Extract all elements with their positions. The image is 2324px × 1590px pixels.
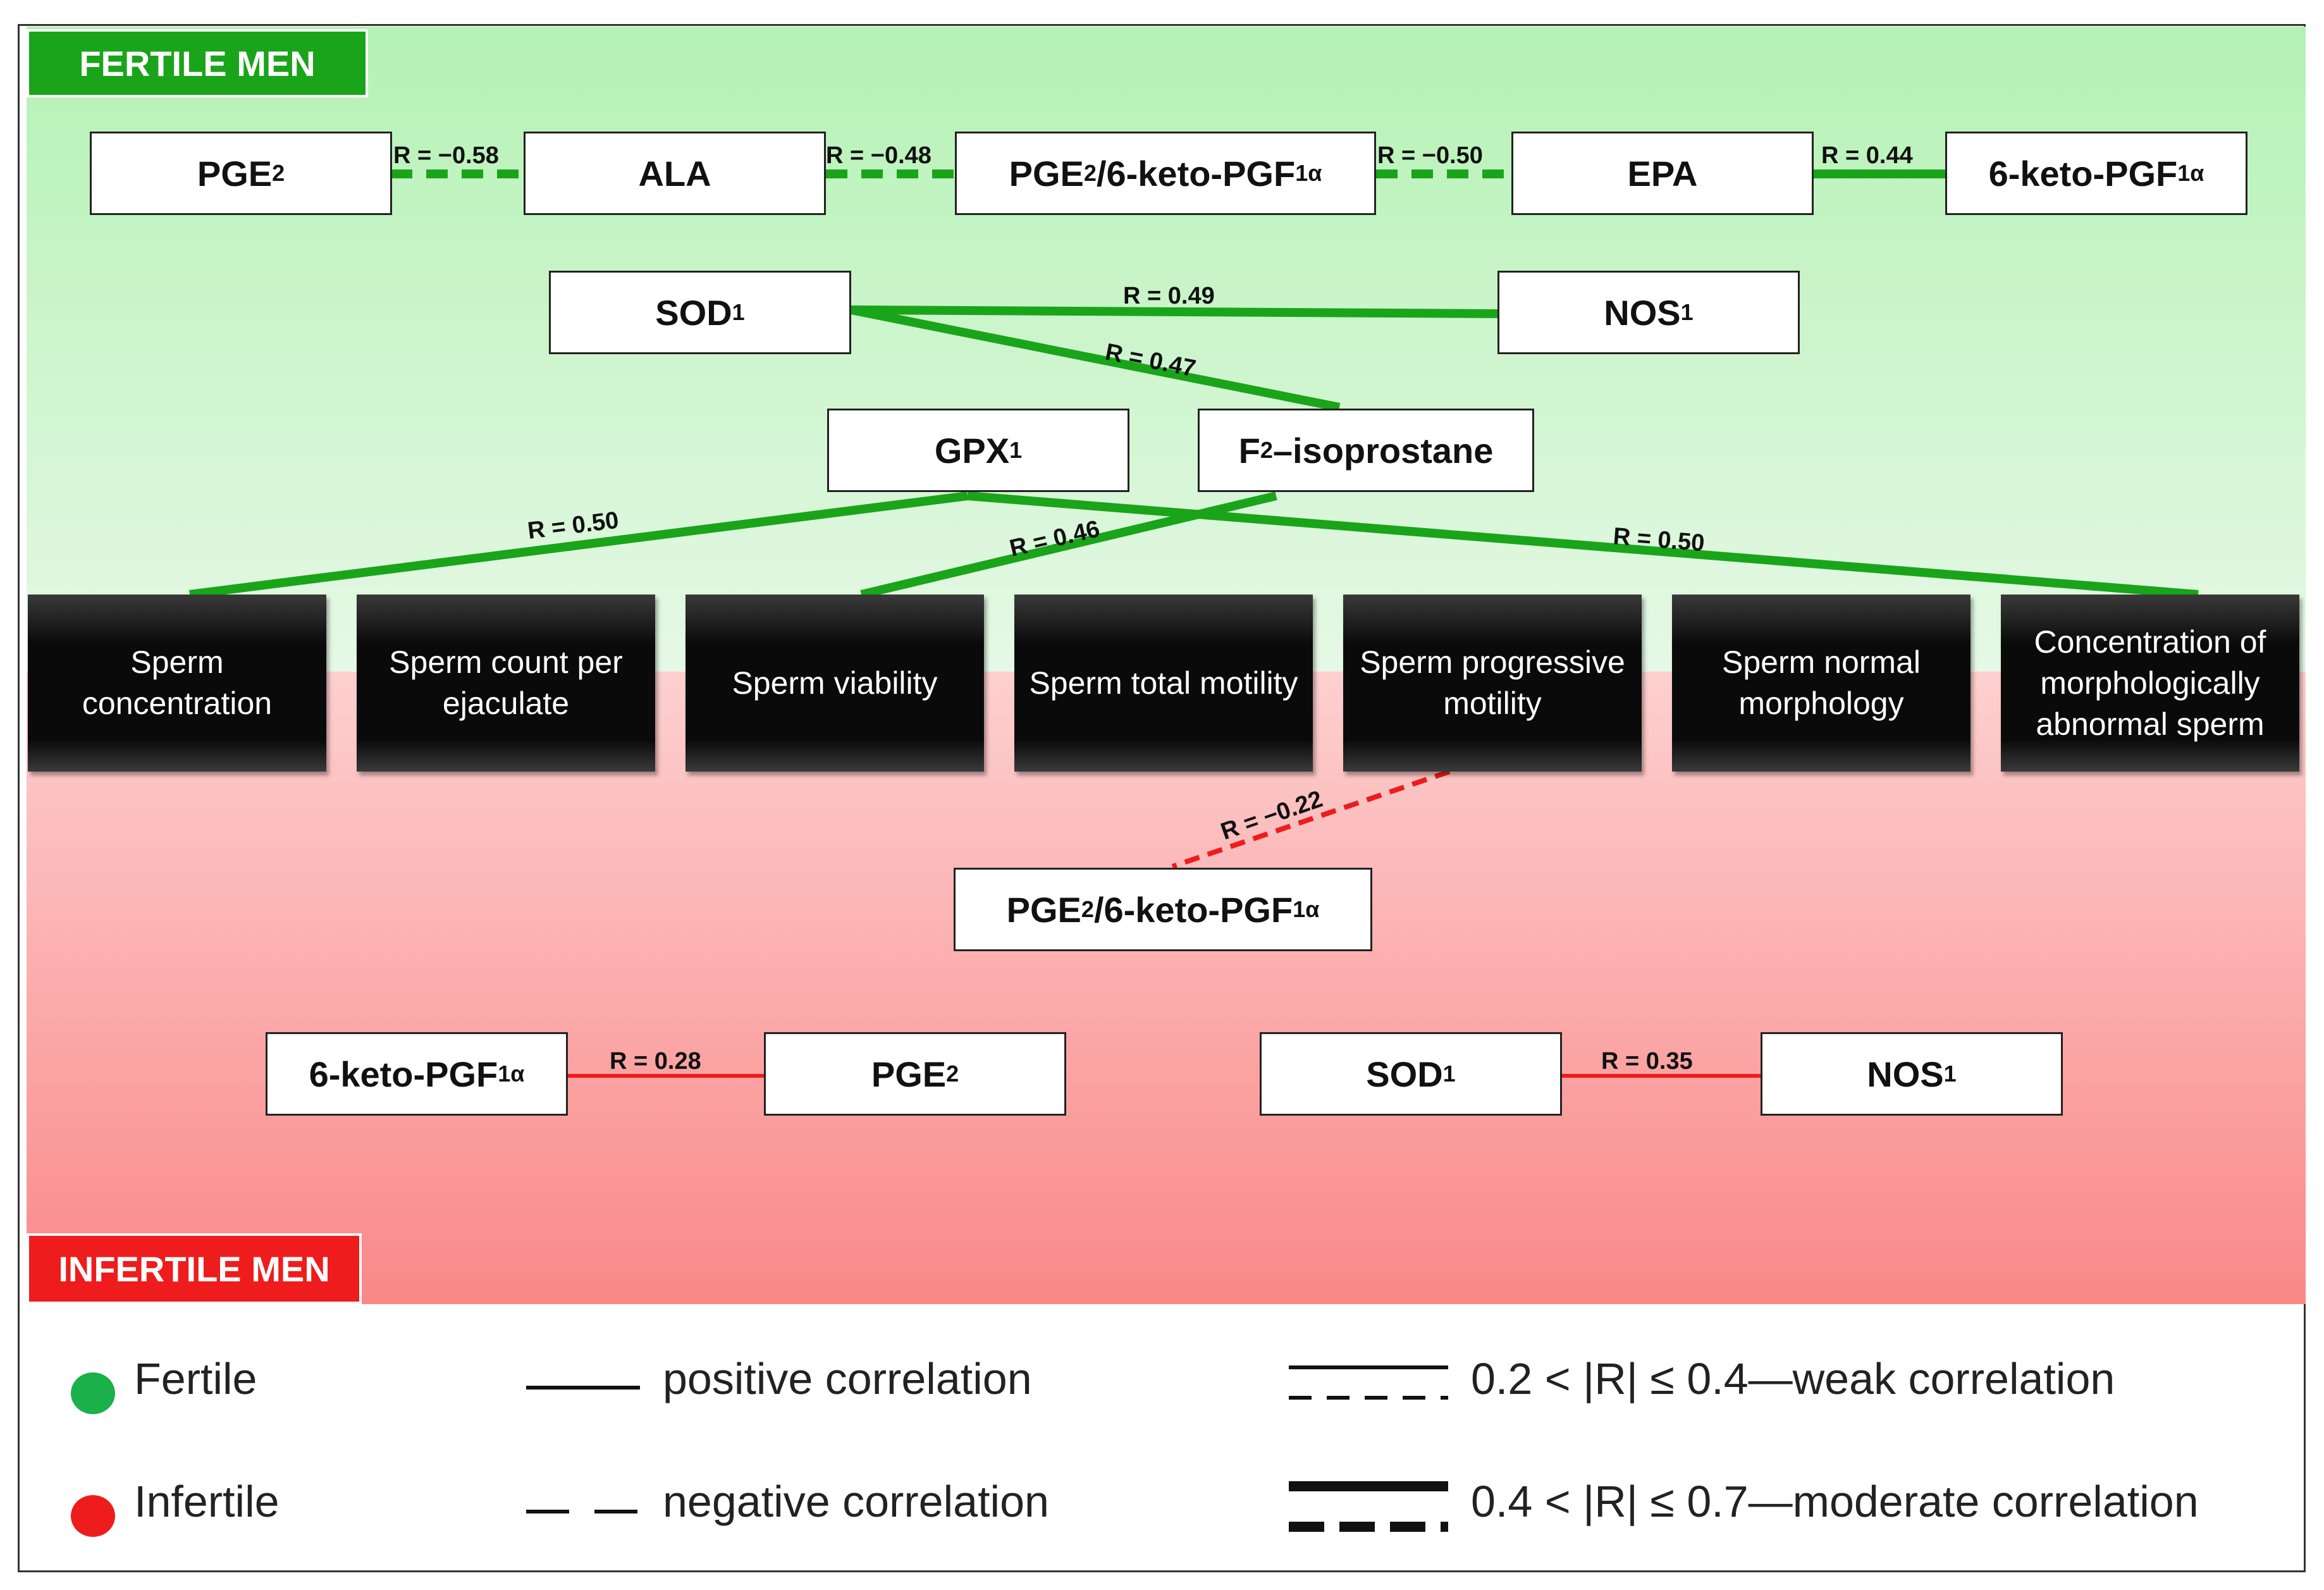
- link-f2-viability: [860, 491, 1277, 599]
- legend: Fertile Infertile positive correlation n…: [27, 1305, 2306, 1571]
- link-sod-nos: [851, 305, 1498, 318]
- param-sperm-normal-morphology: Sperm normal morphology: [1672, 595, 1970, 772]
- legend-moderate-line-icon: [1289, 1481, 1448, 1532]
- param-sperm-progressive-motility: Sperm progressive motility: [1343, 595, 1642, 772]
- param-sperm-total-motility: Sperm total motility: [1014, 595, 1313, 772]
- infertile-men-label: INFERTILE MEN: [27, 1233, 362, 1304]
- label-sod-nos: R = 0.49: [1123, 283, 1215, 309]
- legend-fertile: Fertile: [134, 1354, 257, 1403]
- fertile-dot-icon: [71, 1372, 115, 1414]
- label-sod-nos-infertile: R = 0.35: [1601, 1048, 1693, 1075]
- label-ala-ratio: R = −0.48: [826, 142, 931, 169]
- param-sperm-concentration: Sperm concentration: [28, 595, 326, 772]
- link-gpx-concentration: [189, 491, 968, 599]
- legend-negative: negative correlation: [663, 1477, 1049, 1526]
- node-ala-fertile: ALA: [524, 132, 826, 215]
- label-keto-pge2: R = 0.28: [610, 1048, 701, 1075]
- label-pge2-ala: R = −0.58: [393, 142, 499, 169]
- param-sperm-count: Sperm count per ejaculate: [357, 595, 655, 772]
- infertile-dot-icon: [71, 1495, 115, 1537]
- legend-dashed-line-icon: [526, 1510, 640, 1513]
- legend-infertile: Infertile: [134, 1477, 280, 1526]
- node-epa-fertile: EPA: [1511, 132, 1814, 215]
- link-gpx-abnormal: [967, 491, 2199, 599]
- label-ratio-epa: R = −0.50: [1377, 142, 1483, 169]
- label-motility-ratio: R = −0.22: [1217, 786, 1325, 845]
- legend-weak: 0.2 < |R| ≤ 0.4—weak correlation: [1471, 1354, 2115, 1403]
- param-abnormal-morphology-concentration: Concentration of morphologically abnorma…: [2001, 595, 2299, 772]
- link-sod-f2: [850, 305, 1341, 412]
- legend-weak-line-icon: [1289, 1365, 1448, 1400]
- label-epa-keto: R = 0.44: [1821, 142, 1913, 169]
- legend-positive: positive correlation: [663, 1354, 1032, 1403]
- infertile-region: [27, 672, 2306, 1304]
- label-f2-viability: R = 0.46: [1007, 515, 1102, 562]
- param-sperm-viability: Sperm viability: [686, 595, 984, 772]
- legend-solid-line-icon: [526, 1386, 640, 1390]
- fertile-men-label: FERTILE MEN: [27, 29, 368, 97]
- link-motility-ratio: [1171, 769, 1451, 869]
- label-sod-f2: R = 0.47: [1103, 339, 1198, 383]
- legend-moderate: 0.4 < |R| ≤ 0.7—moderate correlation: [1471, 1477, 2199, 1526]
